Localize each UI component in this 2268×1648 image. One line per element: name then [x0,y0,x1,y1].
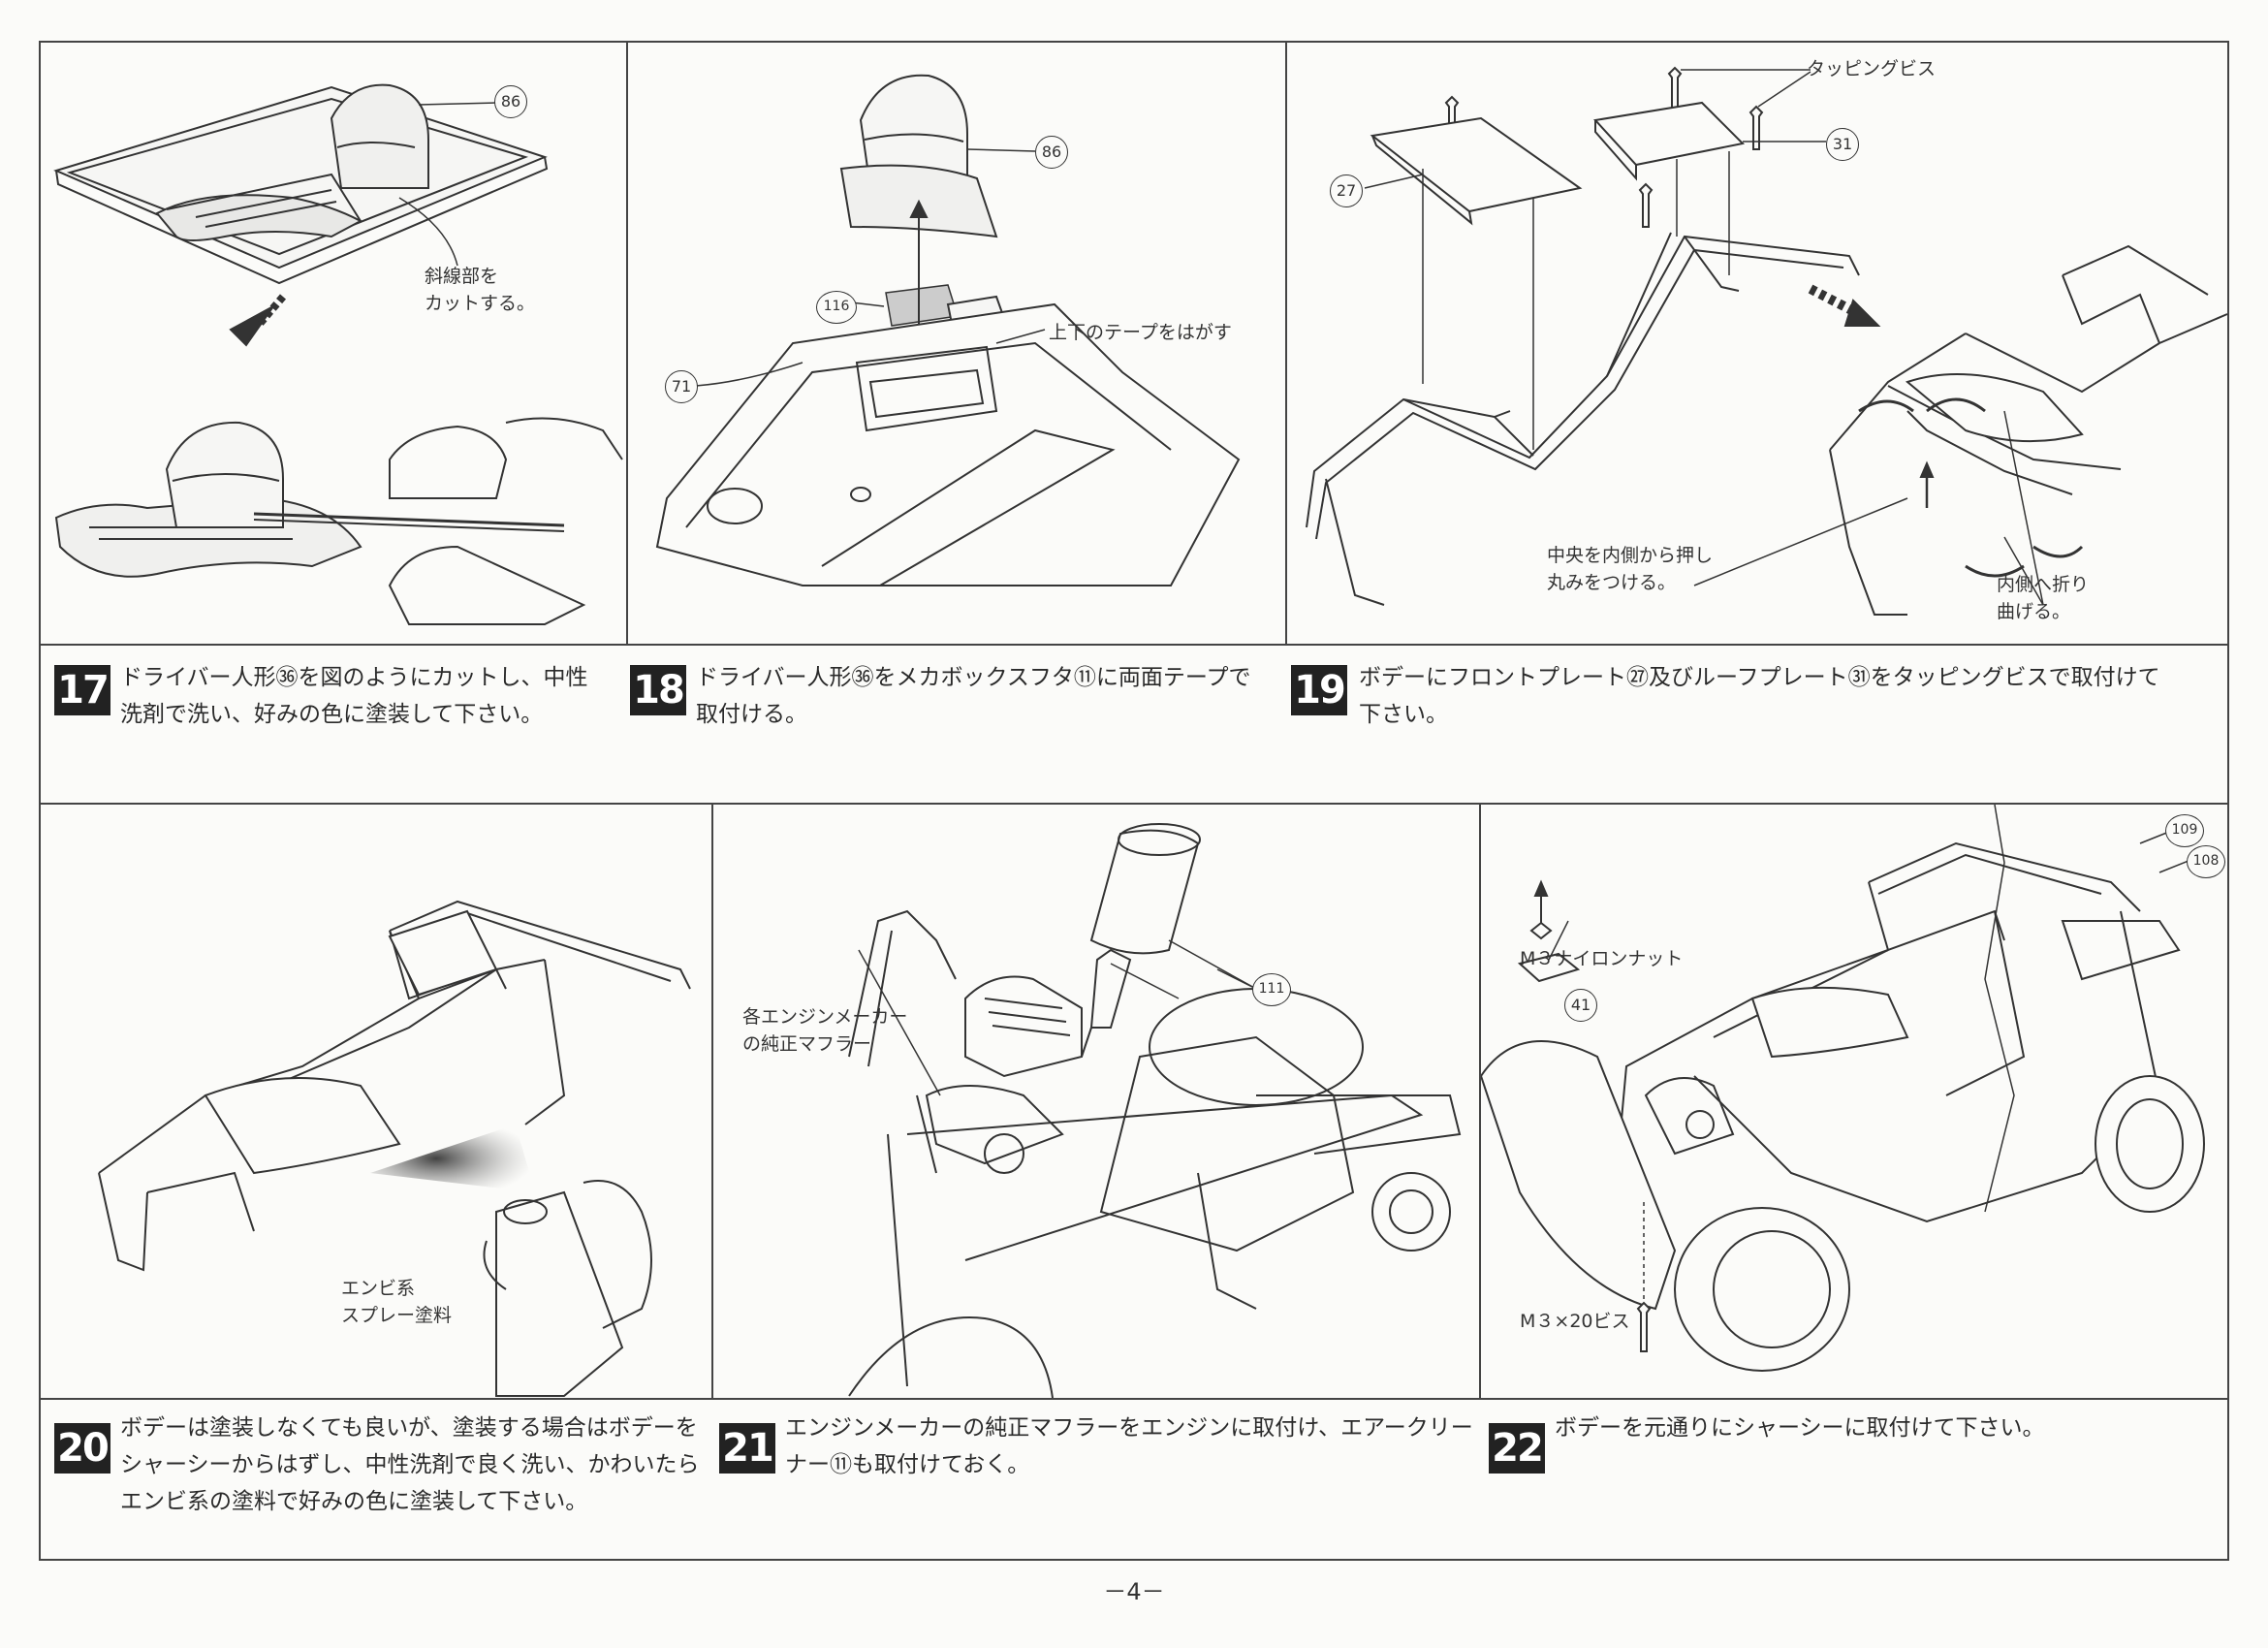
press-note-line-2: 丸みをつける。 [1547,572,1677,593]
step-18-badge: 18 [630,665,686,715]
step-21-badge: 21 [719,1423,775,1474]
step-19-illustration: タッピングビス 31 27 中央を内側から押し 丸みをつける。 内側へ折り 曲げ… [1287,43,2229,644]
part-109-callout: 109 [2165,814,2204,847]
step-20-illustration: エンビ系 スプレー塗料 [41,805,711,1398]
spray-label-line-1: エンビ系 [341,1278,416,1299]
part-86-callout: 86 [494,85,527,118]
press-note-line-1: 中央を内側から押し [1547,545,1714,566]
step-21-illustration: 各エンジンメーカー の純正マフラー 111 [713,805,1479,1398]
cut-note-line-1: 斜線部を [425,266,499,287]
part-108-callout: 108 [2187,845,2225,878]
cut-note-line-2: カットする。 [425,293,536,314]
divider-col-1 [626,43,628,644]
step-17-badge: 17 [54,665,110,715]
divider-col-2 [1285,43,1287,644]
page-number: －4－ [1103,1578,1165,1605]
step-19-instruction: ボデーにフロントプレート㉗及びルーフプレート㉛をタッピングビスで取付けて 下さい… [1359,665,2160,727]
part-86-callout: 86 [1035,136,1068,169]
step-22-instruction: ボデーを元通りにシャーシーに取付けて下さい。 [1555,1415,2045,1441]
muffler-label-line-1: 各エンジンメーカー [742,1006,908,1028]
bend-note-line-2: 曲げる。 [1997,601,2071,622]
divider-col-4 [1479,803,1481,1398]
step-20-badge: 20 [54,1423,110,1474]
part-111-callout: 111 [1252,973,1291,1006]
step-21-instruction: エンジンメーカーの純正マフラーをエンジンに取付け、エアークリー ナー⑪も取付けて… [785,1415,1473,1477]
divider-bottom-row [41,1398,2229,1400]
part-116-callout: 116 [816,291,857,324]
step-22-illustration: M３ナイロンナット 41 M３×20ビス 109 108 [1481,805,2229,1398]
step-18-instruction: ドライバー人形㊱をメカボックスフタ⑪に両面テープで 取付ける。 [696,665,1251,727]
tape-note: 上下のテープをはがす [1049,322,1232,343]
step-17-illustration: 86 斜線部を カットする。 [41,43,626,644]
part-41-callout: 41 [1564,989,1597,1022]
step-20-instruction: ボデーは塗装しなくても良いが、塗装する場合はボデーを シャーシーからはずし、中性… [120,1415,700,1514]
divider-top-row-bottom [41,644,2229,646]
divider-col-3 [711,803,713,1398]
part-71-callout: 71 [665,370,698,403]
nylon-nut-label: M３ナイロンナット [1520,948,1684,969]
tapping-screw-label: タッピングビス [1807,58,1937,79]
step-18-illustration: 86 116 71 上下のテープをはがす [628,43,1285,644]
part-27-callout: 27 [1330,174,1363,207]
instruction-sheet: 86 斜線部を カットする。 [39,41,2229,1561]
step-19-badge: 19 [1291,665,1347,715]
screw-label: M３×20ビス [1520,1311,1630,1332]
divider-middle [41,803,2229,805]
muffler-label-line-2: の純正マフラー [742,1033,872,1055]
bend-note-line-1: 内側へ折り [1997,574,2090,595]
step-22-badge: 22 [1489,1423,1545,1474]
spray-label-line-2: スプレー塗料 [341,1305,453,1326]
step-17-instruction: ドライバー人形㊱を図のようにカットし、中性 洗剤で洗い、好みの色に塗装して下さい… [120,665,588,727]
part-31-callout: 31 [1826,128,1859,161]
